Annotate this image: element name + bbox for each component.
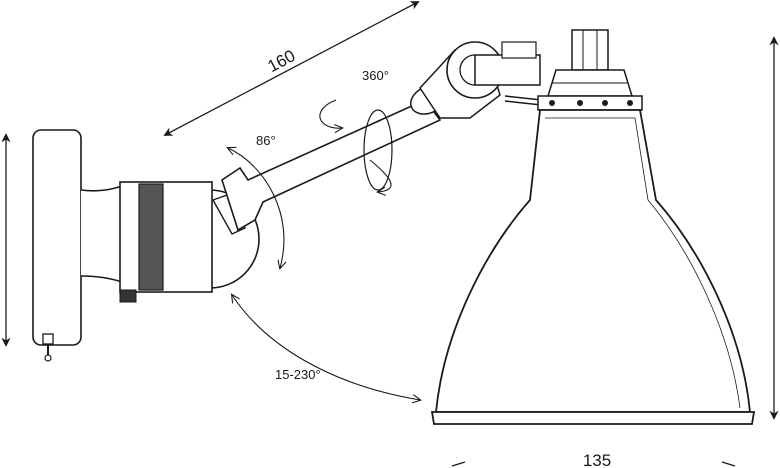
- shade-diameter-dimension: 135: [451, 451, 736, 468]
- lamp-socket: [537, 29, 643, 111]
- lamp-shade: [430, 109, 756, 425]
- arm-rotation-indicator: 360°: [319, 68, 393, 192]
- lamp-arm: [221, 85, 446, 232]
- arm-pivot-indicator: 15-230°: [232, 295, 420, 400]
- shade-tilt-label: 86°: [256, 133, 276, 148]
- arm-length-label: 160: [264, 46, 298, 76]
- toggle-switch: [42, 333, 54, 362]
- shade-diameter-label: 135: [583, 451, 611, 468]
- arm-pivot-label: 15-230°: [275, 367, 321, 382]
- wall-plate: [32, 129, 123, 346]
- head-joint: [419, 41, 561, 119]
- arm-rotation-label: 360°: [362, 68, 389, 83]
- shade-tilt-indicator: 86°: [228, 133, 284, 268]
